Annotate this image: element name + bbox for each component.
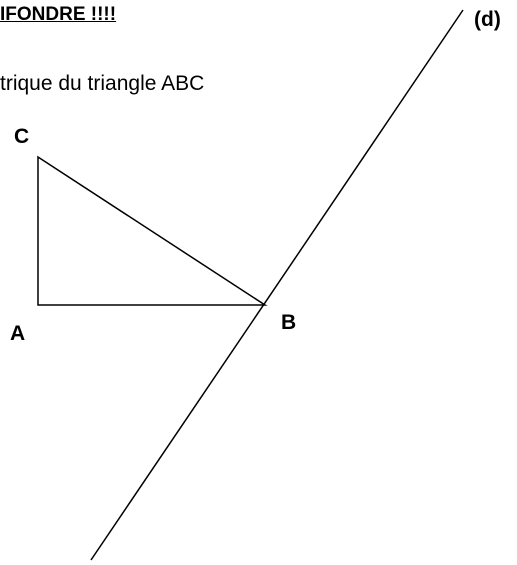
point-b-label: B xyxy=(281,311,297,334)
instruction-text: trique du triangle ABC xyxy=(0,72,205,95)
triangle-abc xyxy=(37,155,268,306)
point-a-label: A xyxy=(10,322,26,345)
page-title: IFONDRE !!!! xyxy=(0,4,117,25)
point-c-label: C xyxy=(14,125,30,148)
line-d-label: (d) xyxy=(474,8,501,31)
line-d xyxy=(90,9,464,561)
